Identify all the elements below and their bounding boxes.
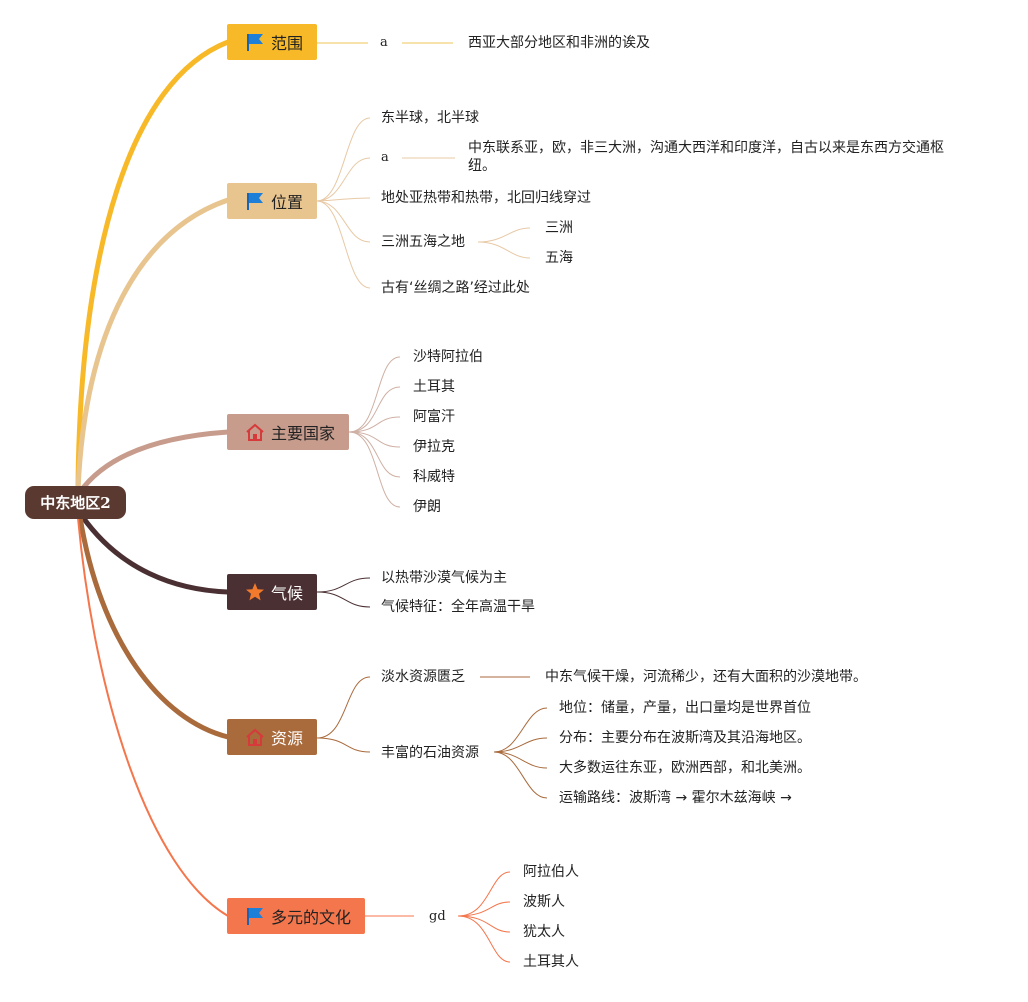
culture-item: 土耳其人 — [523, 954, 579, 970]
branch-location[interactable]: 位置 — [227, 183, 317, 219]
link-r-water — [316, 676, 371, 739]
range-detail: 西亚大部分地区和非洲的诶及 — [468, 35, 650, 51]
link-c-5 — [348, 431, 401, 478]
link-root-climate — [79, 513, 231, 595]
range-connector: a — [380, 35, 388, 50]
link-c-6 — [348, 431, 401, 508]
flag-icon — [244, 190, 266, 212]
oil-item: 地位：储量，产量，出口量均是世界首位 — [559, 700, 811, 716]
branch-resources-label: 资源 — [271, 729, 304, 748]
resources-oil: 丰富的石油资源 — [381, 745, 479, 761]
link-loc-4 — [316, 200, 371, 243]
link-sanzhou — [477, 227, 531, 243]
resources-water: 淡水资源匮乏 — [381, 669, 465, 685]
link-wuhai — [477, 241, 531, 259]
link-oil-4 — [493, 751, 548, 799]
link-loc-1 — [316, 117, 371, 202]
loc-connector-detail: 中东联系亚，欧，非三大洲，沟通大西洋和印度洋，自古以来是东西方交通枢纽。 — [468, 140, 944, 174]
link-c-2 — [348, 386, 401, 433]
link-c-3 — [348, 416, 401, 433]
climate-item: 以热带沙漠气候为主 — [381, 570, 507, 586]
link-cl-2 — [316, 591, 371, 608]
link-loc-5 — [316, 200, 371, 289]
loc-connector: a — [381, 150, 389, 165]
branch-resources[interactable]: 资源 — [227, 719, 317, 755]
home-icon — [244, 726, 266, 748]
loc-hemisphere: 东半球，北半球 — [381, 110, 479, 126]
link-cu-3 — [457, 915, 511, 933]
link-oil-3 — [493, 751, 548, 769]
branch-climate[interactable]: 气候 — [227, 574, 317, 610]
oil-item: 大多数运往东亚，欧洲西部，和北美洲。 — [559, 760, 811, 776]
loc-silk-road: 古有‘丝绸之路’经过此处 — [381, 280, 530, 296]
culture-item: 犹太人 — [523, 924, 565, 940]
link-root-countries — [77, 429, 231, 495]
loc-three-continents: 三洲 — [545, 220, 573, 236]
loc-zones: 地处亚热带和热带，北回归线穿过 — [381, 190, 591, 206]
branch-location-label: 位置 — [271, 193, 304, 212]
home-icon — [244, 421, 266, 443]
loc-three-five: 三洲五海之地 — [381, 234, 465, 250]
link-root-range — [75, 39, 231, 491]
climate-item: 气候特征：全年高温干旱 — [381, 599, 535, 615]
branch-range-label: 范围 — [271, 34, 304, 53]
branch-countries-label: 主要国家 — [271, 424, 336, 443]
country-item: 伊拉克 — [413, 439, 455, 455]
link-root-location — [75, 197, 231, 493]
flag-icon — [244, 31, 266, 53]
link-root-resources — [77, 514, 231, 740]
link-oil-1 — [493, 707, 548, 753]
oil-item: 分布：主要分布在波斯湾及其沿海地区。 — [559, 730, 811, 746]
link-oil-2 — [493, 737, 548, 753]
branch-culture[interactable]: 多元的文化 — [227, 898, 365, 934]
star-icon — [244, 581, 266, 603]
link-cu-4 — [457, 915, 511, 963]
oil-item: 运输路线：波斯湾 → 霍尔木兹海峡 → — [559, 790, 792, 806]
branch-countries[interactable]: 主要国家 — [227, 414, 349, 450]
country-item: 沙特阿拉伯 — [413, 349, 483, 365]
culture-item: 波斯人 — [523, 894, 565, 910]
country-item: 科威特 — [413, 469, 455, 485]
root-node[interactable]: 中东地区2 — [25, 486, 126, 519]
culture-connector: gd — [429, 909, 446, 924]
resources-water-detail: 中东气候干燥，河流稀少，还有大面积的沙漠地带。 — [545, 669, 867, 685]
link-c-1 — [348, 356, 401, 433]
link-loc-2 — [316, 157, 371, 202]
country-item: 土耳其 — [413, 379, 455, 395]
loc-five-seas: 五海 — [545, 250, 573, 266]
link-c-4 — [348, 431, 401, 448]
culture-item: 阿拉伯人 — [523, 864, 579, 880]
country-item: 阿富汗 — [413, 409, 455, 425]
branch-culture-label: 多元的文化 — [271, 908, 352, 927]
link-r-oil — [316, 737, 371, 753]
branch-climate-label: 气候 — [271, 584, 304, 603]
link-cu-2 — [457, 901, 511, 917]
flag-icon — [244, 905, 266, 927]
link-cl-1 — [316, 577, 371, 593]
branch-range[interactable]: 范围 — [227, 24, 317, 60]
country-item: 伊朗 — [413, 499, 441, 515]
link-root-culture — [77, 517, 229, 917]
link-loc-3 — [316, 197, 371, 202]
link-cu-1 — [457, 871, 511, 917]
